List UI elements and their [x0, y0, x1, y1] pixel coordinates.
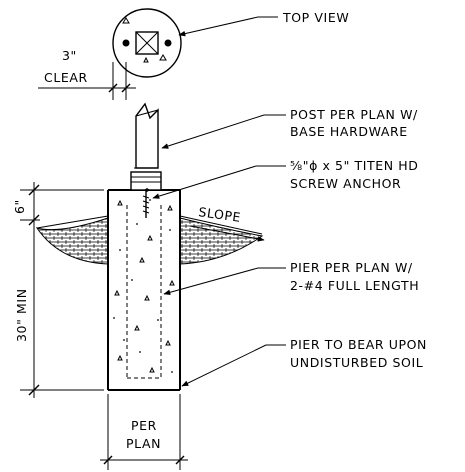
vertical-dimensions: [20, 182, 104, 398]
top-view-pier-circle: [112, 8, 182, 78]
bear-label-line1: PIER TO BEAR UPON: [290, 337, 427, 352]
top-view-post: [135, 31, 159, 55]
slope-arrow: [189, 225, 265, 242]
width-dimension: [100, 394, 188, 470]
width-label-line1: PER: [131, 418, 157, 433]
slope-label: SLOPE: [198, 204, 242, 225]
anchor-label-line2: SCREW ANCHOR: [290, 176, 401, 191]
dim-30-label: 30" MIN: [14, 288, 29, 342]
post-base-hardware: [130, 167, 162, 191]
post-label-line1: POST PER PLAN W/: [290, 107, 418, 122]
post-label-line2: BASE HARDWARE: [290, 124, 408, 139]
soil-left: [35, 217, 109, 265]
clear-dimension: [38, 62, 136, 100]
titen-anchor: [142, 188, 150, 218]
top-view-label: TOP VIEW: [282, 10, 349, 25]
width-label-line2: PLAN: [126, 436, 161, 451]
top-view-rebar-right: [164, 39, 172, 47]
wood-post: [135, 102, 159, 169]
bear-label-line2: UNDISTURBED SOIL: [290, 355, 423, 370]
dim-6-label: 6": [12, 199, 27, 214]
anchor-label-line1: ⅝"ϕ x 5" TITEN HD: [290, 158, 419, 173]
concrete-pier: [107, 189, 181, 391]
concrete-aggregate: [114, 199, 175, 373]
top-view: [112, 8, 182, 78]
pier-label-line1: PIER PER PLAN W/: [290, 260, 413, 275]
clear-value: 3": [62, 48, 77, 63]
soil-right: [179, 217, 264, 265]
clear-label: CLEAR: [44, 70, 88, 85]
top-view-rebar-left: [122, 39, 130, 47]
pier-label-line2: 2-#4 FULL LENGTH: [290, 278, 419, 293]
